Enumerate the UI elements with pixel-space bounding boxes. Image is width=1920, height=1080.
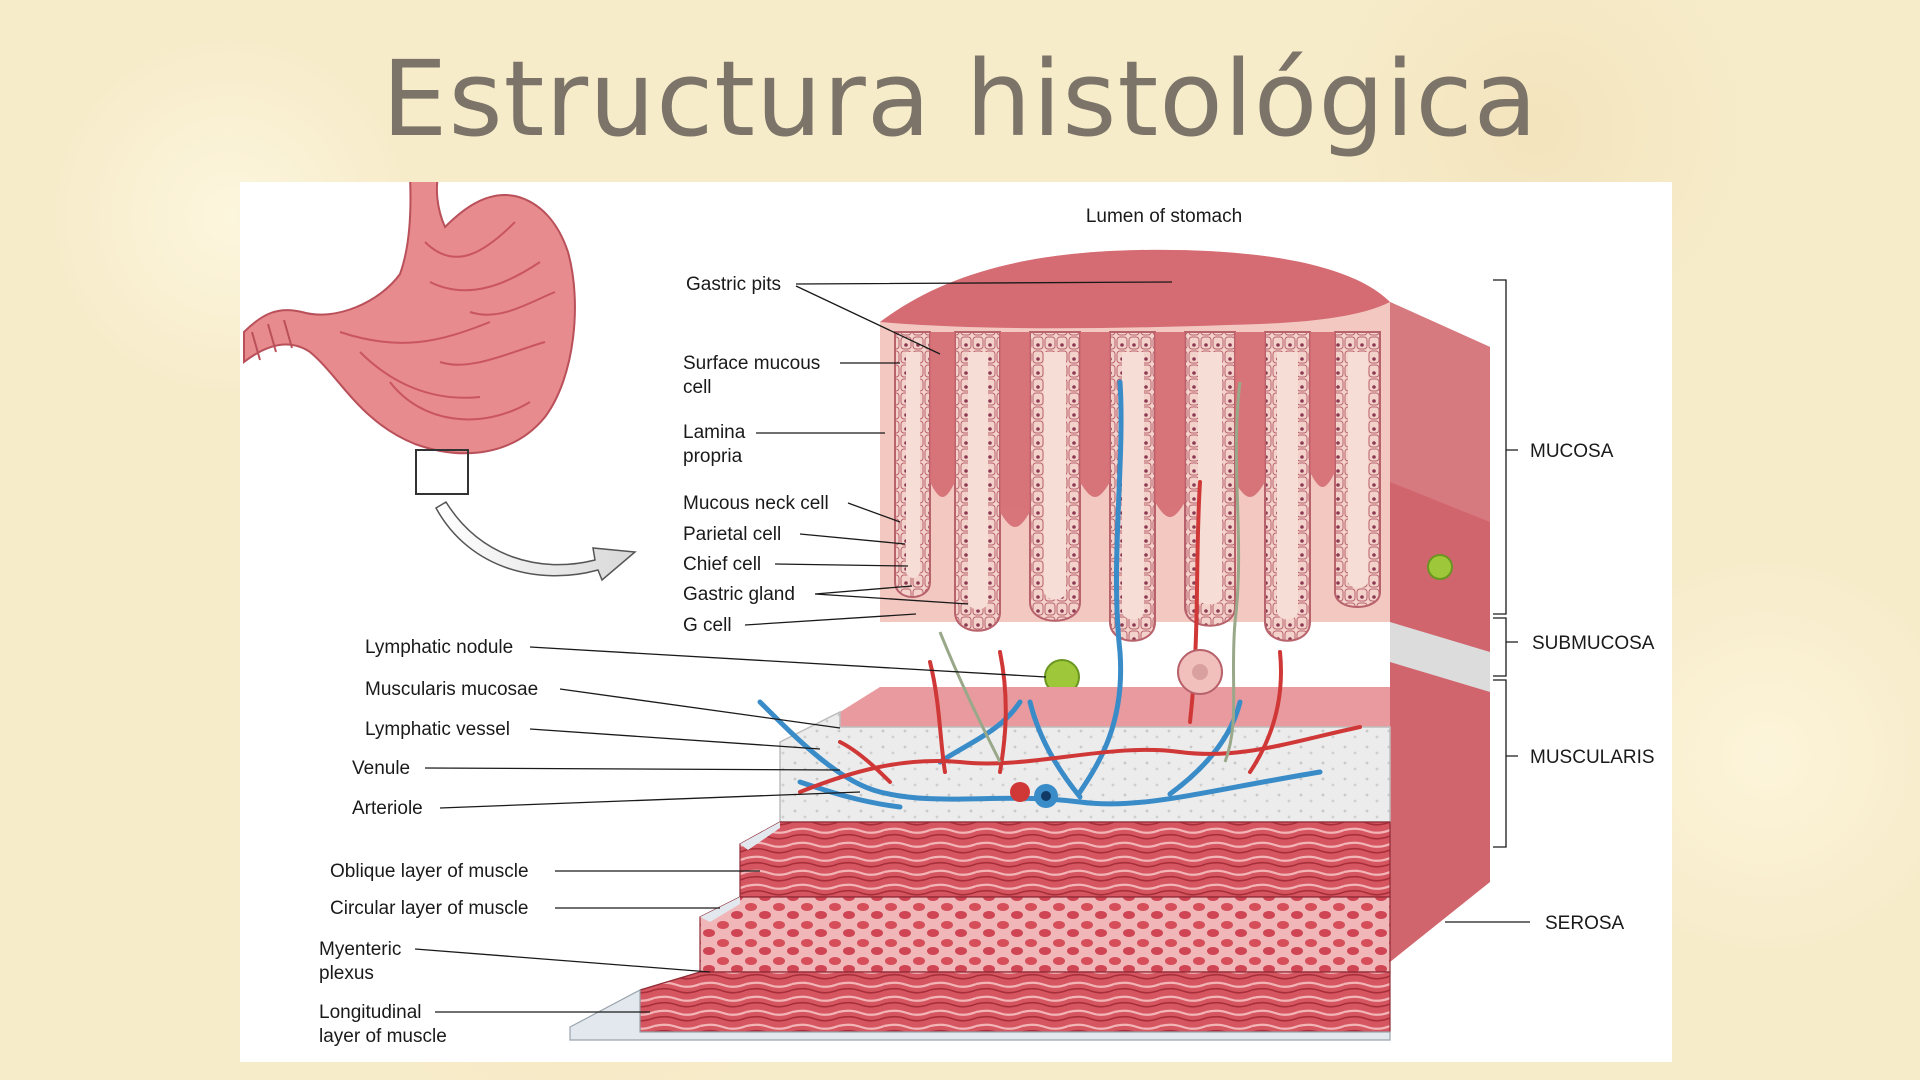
left-labels: Lumen of stomach Gastric pits Surface mu… xyxy=(319,206,1242,1047)
label-g-cell: G cell xyxy=(683,615,732,636)
label-muscularis: MUSCULARIS xyxy=(1530,747,1655,768)
label-submucosa: SUBMUCOSA xyxy=(1532,633,1655,654)
label-gastric-gland: Gastric gland xyxy=(683,584,795,605)
label-lumen: Lumen of stomach xyxy=(1086,206,1242,227)
label-serosa: SEROSA xyxy=(1545,913,1625,934)
label-lymphatic-nodule: Lymphatic nodule xyxy=(365,637,513,658)
label-myenteric-2: plexus xyxy=(319,963,374,984)
label-lamina-1: Lamina xyxy=(683,422,746,443)
inset-box xyxy=(415,449,469,495)
label-myenteric-1: Myenteric xyxy=(319,939,401,960)
label-lamina-2: propria xyxy=(683,446,743,467)
label-longitudinal-2: layer of muscle xyxy=(319,1026,447,1047)
label-parietal: Parietal cell xyxy=(683,524,781,545)
label-mucous-neck: Mucous neck cell xyxy=(683,493,829,514)
page-title: Estructura histológica xyxy=(381,38,1539,160)
label-surface-mucous-2: cell xyxy=(683,377,712,398)
histology-diagram: Lumen of stomach Gastric pits Surface mu… xyxy=(243,182,1655,1047)
label-surface-mucous-1: Surface mucous xyxy=(683,353,820,374)
stomach-illustration xyxy=(243,182,576,495)
tissue-block xyxy=(569,249,1490,1041)
callout-arrow xyxy=(434,500,637,582)
label-muscularis-mucosae: Muscularis mucosae xyxy=(365,679,538,700)
stomach-histology-figure: Lumen of stomach Gastric pits Surface mu… xyxy=(240,182,1672,1062)
label-chief: Chief cell xyxy=(683,554,761,575)
layer-brackets: MUCOSA SUBMUCOSA MUSCULARIS SEROSA xyxy=(1445,279,1655,934)
label-venule: Venule xyxy=(352,758,410,779)
label-gastric-pits: Gastric pits xyxy=(686,274,781,295)
label-circular: Circular layer of muscle xyxy=(330,898,529,919)
label-oblique: Oblique layer of muscle xyxy=(330,861,529,882)
label-longitudinal-1: Longitudinal xyxy=(319,1002,421,1023)
label-arteriole: Arteriole xyxy=(352,798,423,819)
label-lymphatic-vessel: Lymphatic vessel xyxy=(365,719,510,740)
label-mucosa: MUCOSA xyxy=(1530,441,1614,462)
